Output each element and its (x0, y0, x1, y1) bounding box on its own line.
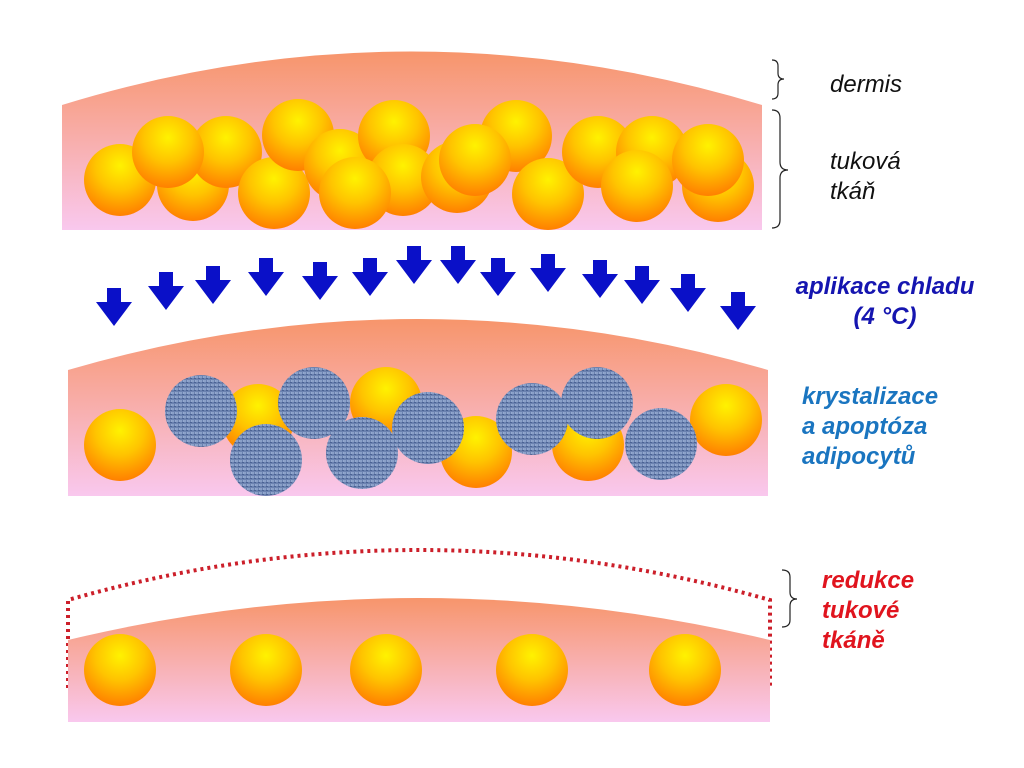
fat-cell (601, 150, 673, 222)
down-arrow-icon (624, 266, 660, 304)
crystallization-label-line: krystalizace (802, 383, 939, 410)
fat-cell (649, 634, 721, 706)
reduction-label: redukce tukové tkáně (822, 566, 914, 656)
cold-application-label-line: aplikace chladu (795, 273, 975, 300)
down-arrow-icon (248, 258, 284, 296)
fat-cell (439, 124, 511, 196)
dermis-label-text: dermis (830, 71, 903, 98)
crystallized-cell (625, 408, 697, 480)
fat-cell-group (84, 99, 754, 230)
tissue-layer-reduced (66, 548, 772, 722)
dermis-label: dermis (830, 70, 902, 100)
fat-cell (238, 157, 310, 229)
down-arrow-icon (582, 260, 618, 298)
down-arrow-icon (302, 262, 338, 300)
fat-cell (496, 634, 568, 706)
crystallized-cell (561, 367, 633, 439)
cold-arrows (96, 246, 756, 330)
fat-tissue-label: tuková tkáň (830, 147, 901, 207)
original-volume-outline (66, 548, 772, 688)
fat-cell (319, 157, 391, 229)
tissue-layer-crystallized (68, 319, 768, 496)
fat-cell (690, 384, 762, 456)
fat-tissue-brace (771, 109, 789, 229)
fat-cell (84, 409, 156, 481)
fat-cell (230, 634, 302, 706)
cold-application-label-line: (4 °C) (853, 303, 917, 330)
fat-cell (84, 634, 156, 706)
down-arrow-icon (670, 274, 706, 312)
crystallized-cell (165, 375, 237, 447)
fat-cell-group (84, 634, 721, 706)
down-arrow-icon (480, 258, 516, 296)
fat-cell (672, 124, 744, 196)
crystallized-cell (278, 367, 350, 439)
crystallization-label: krystalizace a apoptóza adipocytů (802, 382, 938, 472)
fat-cell (190, 116, 262, 188)
down-arrow-icon (352, 258, 388, 296)
down-arrow-icon (195, 266, 231, 304)
crystallized-cell (392, 392, 464, 464)
reduction-label-line: redukce (822, 567, 915, 594)
down-arrow-icon (396, 246, 432, 284)
fat-cell (512, 158, 584, 230)
reduction-label-line: tukové (822, 597, 900, 624)
crystallized-cell (230, 424, 302, 496)
fat-cell (350, 634, 422, 706)
crystallized-cell (496, 383, 568, 455)
crystallization-label-line: a apoptóza (802, 413, 928, 440)
down-arrow-icon (720, 292, 756, 330)
crystallization-label-line: adipocytů (802, 443, 916, 470)
fat-tissue-label-line: tkáň (830, 178, 876, 205)
braces (771, 59, 798, 628)
down-arrow-icon (96, 288, 132, 326)
dermis-brace (771, 59, 785, 100)
fat-tissue-label-line: tuková (830, 148, 901, 175)
tissue-layer-initial (62, 51, 762, 230)
down-arrow-icon (530, 254, 566, 292)
crystallized-cell-group (165, 367, 697, 496)
down-arrow-icon (440, 246, 476, 284)
reduction-brace (781, 569, 798, 628)
reduction-label-line: tkáně (822, 627, 885, 654)
crystallized-cell (326, 417, 398, 489)
down-arrow-icon (148, 272, 184, 310)
fat-cell (132, 116, 204, 188)
cold-application-label: aplikace chladu (4 °C) (760, 272, 1010, 332)
